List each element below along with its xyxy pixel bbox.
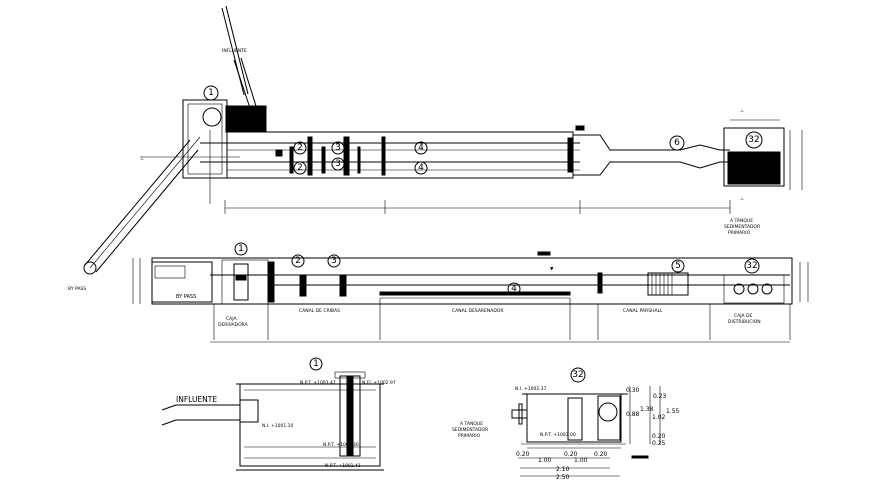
nfl-label: N.FL +1002.97 <box>362 380 396 386</box>
a-tanque-label: A TANQUE <box>730 218 753 224</box>
by-pass-box-label: BY PASS <box>176 294 196 300</box>
svg-text:3: 3 <box>335 143 341 153</box>
canal-desarenador-label: CANAL DESARENADOR <box>452 308 503 314</box>
svg-text:0.25: 0.25 <box>652 440 666 447</box>
svg-text:SEDIMENTADOR: SEDIMENTADOR <box>724 224 760 230</box>
marker-1-bottom: 1 <box>309 357 323 371</box>
svg-text:1: 1 <box>208 88 214 98</box>
marker-3a: 3 <box>331 141 345 155</box>
detail-caja-derivadora: 1 INFLUENTE N.P.T. +1003.47 N.FL +1002.9… <box>161 357 396 471</box>
canal-cribas-label: CANAL DE CRIBAS <box>299 308 340 314</box>
marker-32-bottom: 32 <box>570 367 586 383</box>
marker-2b: 2 <box>293 161 307 175</box>
marker-2-mid: 2 <box>291 254 305 268</box>
caja-label: CAJA <box>226 316 237 322</box>
svg-text:4: 4 <box>511 284 517 294</box>
svg-text:32: 32 <box>748 135 759 145</box>
svg-text:3: 3 <box>335 159 341 169</box>
marker-1-top: 1 <box>203 85 219 101</box>
svg-text:2.10: 2.10 <box>556 466 570 473</box>
svg-text:1.00: 1.00 <box>538 457 552 464</box>
svg-text:0.20: 0.20 <box>516 451 530 458</box>
npt-label-a: N.P.T. +1003.47 <box>300 380 336 386</box>
influente-detail-label: INFLUENTE <box>176 395 217 404</box>
npt-label-b: N.P.T. +1002.30 <box>323 442 359 448</box>
svg-text:2: 2 <box>297 163 303 173</box>
svg-text:0.20: 0.20 <box>652 433 666 440</box>
canal-parshall-label: CANAL PARSHALL <box>623 308 663 314</box>
svg-text:32: 32 <box>746 261 757 271</box>
svg-text:6: 6 <box>674 138 680 148</box>
marker-1-mid: 1 <box>234 242 248 256</box>
svg-text:1.38: 1.38 <box>640 406 654 413</box>
detail-caja-distribucion: 32 N.I. +1002.37 N.P.T. +1003.00 A TANQU… <box>452 367 680 481</box>
svg-text:PRIMARIO: PRIMARIO <box>458 433 481 439</box>
svg-text:5: 5 <box>675 261 681 271</box>
marker-4a: 4 <box>414 141 428 155</box>
distribution-box-block <box>727 151 781 185</box>
svg-text:1.00: 1.00 <box>574 457 588 464</box>
svg-text:1.02: 1.02 <box>652 414 666 421</box>
marker-6: 6 <box>669 135 685 151</box>
svg-text:2: 2 <box>295 256 301 266</box>
svg-text:1.55: 1.55 <box>666 408 680 415</box>
marker-3-mid: 3 <box>327 254 341 268</box>
marker-2a: 2 <box>293 141 307 155</box>
svg-text:0.23: 0.23 <box>653 393 667 400</box>
svg-text:DISTRIBUCION: DISTRIBUCION <box>728 319 761 325</box>
svg-text:▼: ▼ <box>550 267 554 272</box>
svg-text:⊥: ⊥ <box>740 108 744 114</box>
svg-text:1: 1 <box>313 359 319 369</box>
marker-3b: 3 <box>331 157 345 171</box>
screen-chamber-block <box>225 105 267 133</box>
svg-text:0.30: 0.30 <box>626 387 640 394</box>
influente-label: INFLUENTE <box>222 48 247 54</box>
ni-label: N.I. +1001.10 <box>262 423 294 429</box>
svg-text:SEDIMENTADOR: SEDIMENTADOR <box>452 427 488 433</box>
plan-view: INFLUENTE 1 ⊥ 2 2 <box>68 5 803 292</box>
svg-text:⊥: ⊥ <box>740 196 744 202</box>
svg-text:3: 3 <box>331 256 337 266</box>
marker-32-mid: 32 <box>744 258 760 274</box>
by-pass-label: BY PASS <box>68 286 86 292</box>
svg-text:4: 4 <box>418 143 424 153</box>
svg-text:0.20: 0.20 <box>564 451 578 458</box>
svg-text:DERIVADORA: DERIVADORA <box>218 322 249 328</box>
marker-5-mid: 5 <box>671 259 685 273</box>
svg-text:2.50: 2.50 <box>556 474 570 481</box>
svg-text:0.88: 0.88 <box>626 411 640 418</box>
marker-4b: 4 <box>414 161 428 175</box>
a-tanque-bottom-label: A TANQUE <box>460 421 483 427</box>
svg-text:⊥: ⊥ <box>140 156 144 162</box>
svg-text:1: 1 <box>238 244 244 254</box>
svg-text:2: 2 <box>297 143 303 153</box>
caja-distribucion-label: CAJA DE <box>734 313 752 319</box>
npt-right-label: N.P.T. +1003.00 <box>540 432 576 438</box>
ni-right-label: N.I. +1002.37 <box>515 386 547 392</box>
npt-label-c: N.P.T. +1001.41 <box>325 463 361 469</box>
svg-text:4: 4 <box>418 163 424 173</box>
svg-text:32: 32 <box>572 370 583 380</box>
section-view: 1 2 3 4 5 32 BY PASS <box>132 242 809 343</box>
svg-text:0.20: 0.20 <box>594 451 608 458</box>
marker-32-top: 32 <box>745 131 763 149</box>
svg-text:PRIMARIO: PRIMARIO <box>728 230 751 236</box>
